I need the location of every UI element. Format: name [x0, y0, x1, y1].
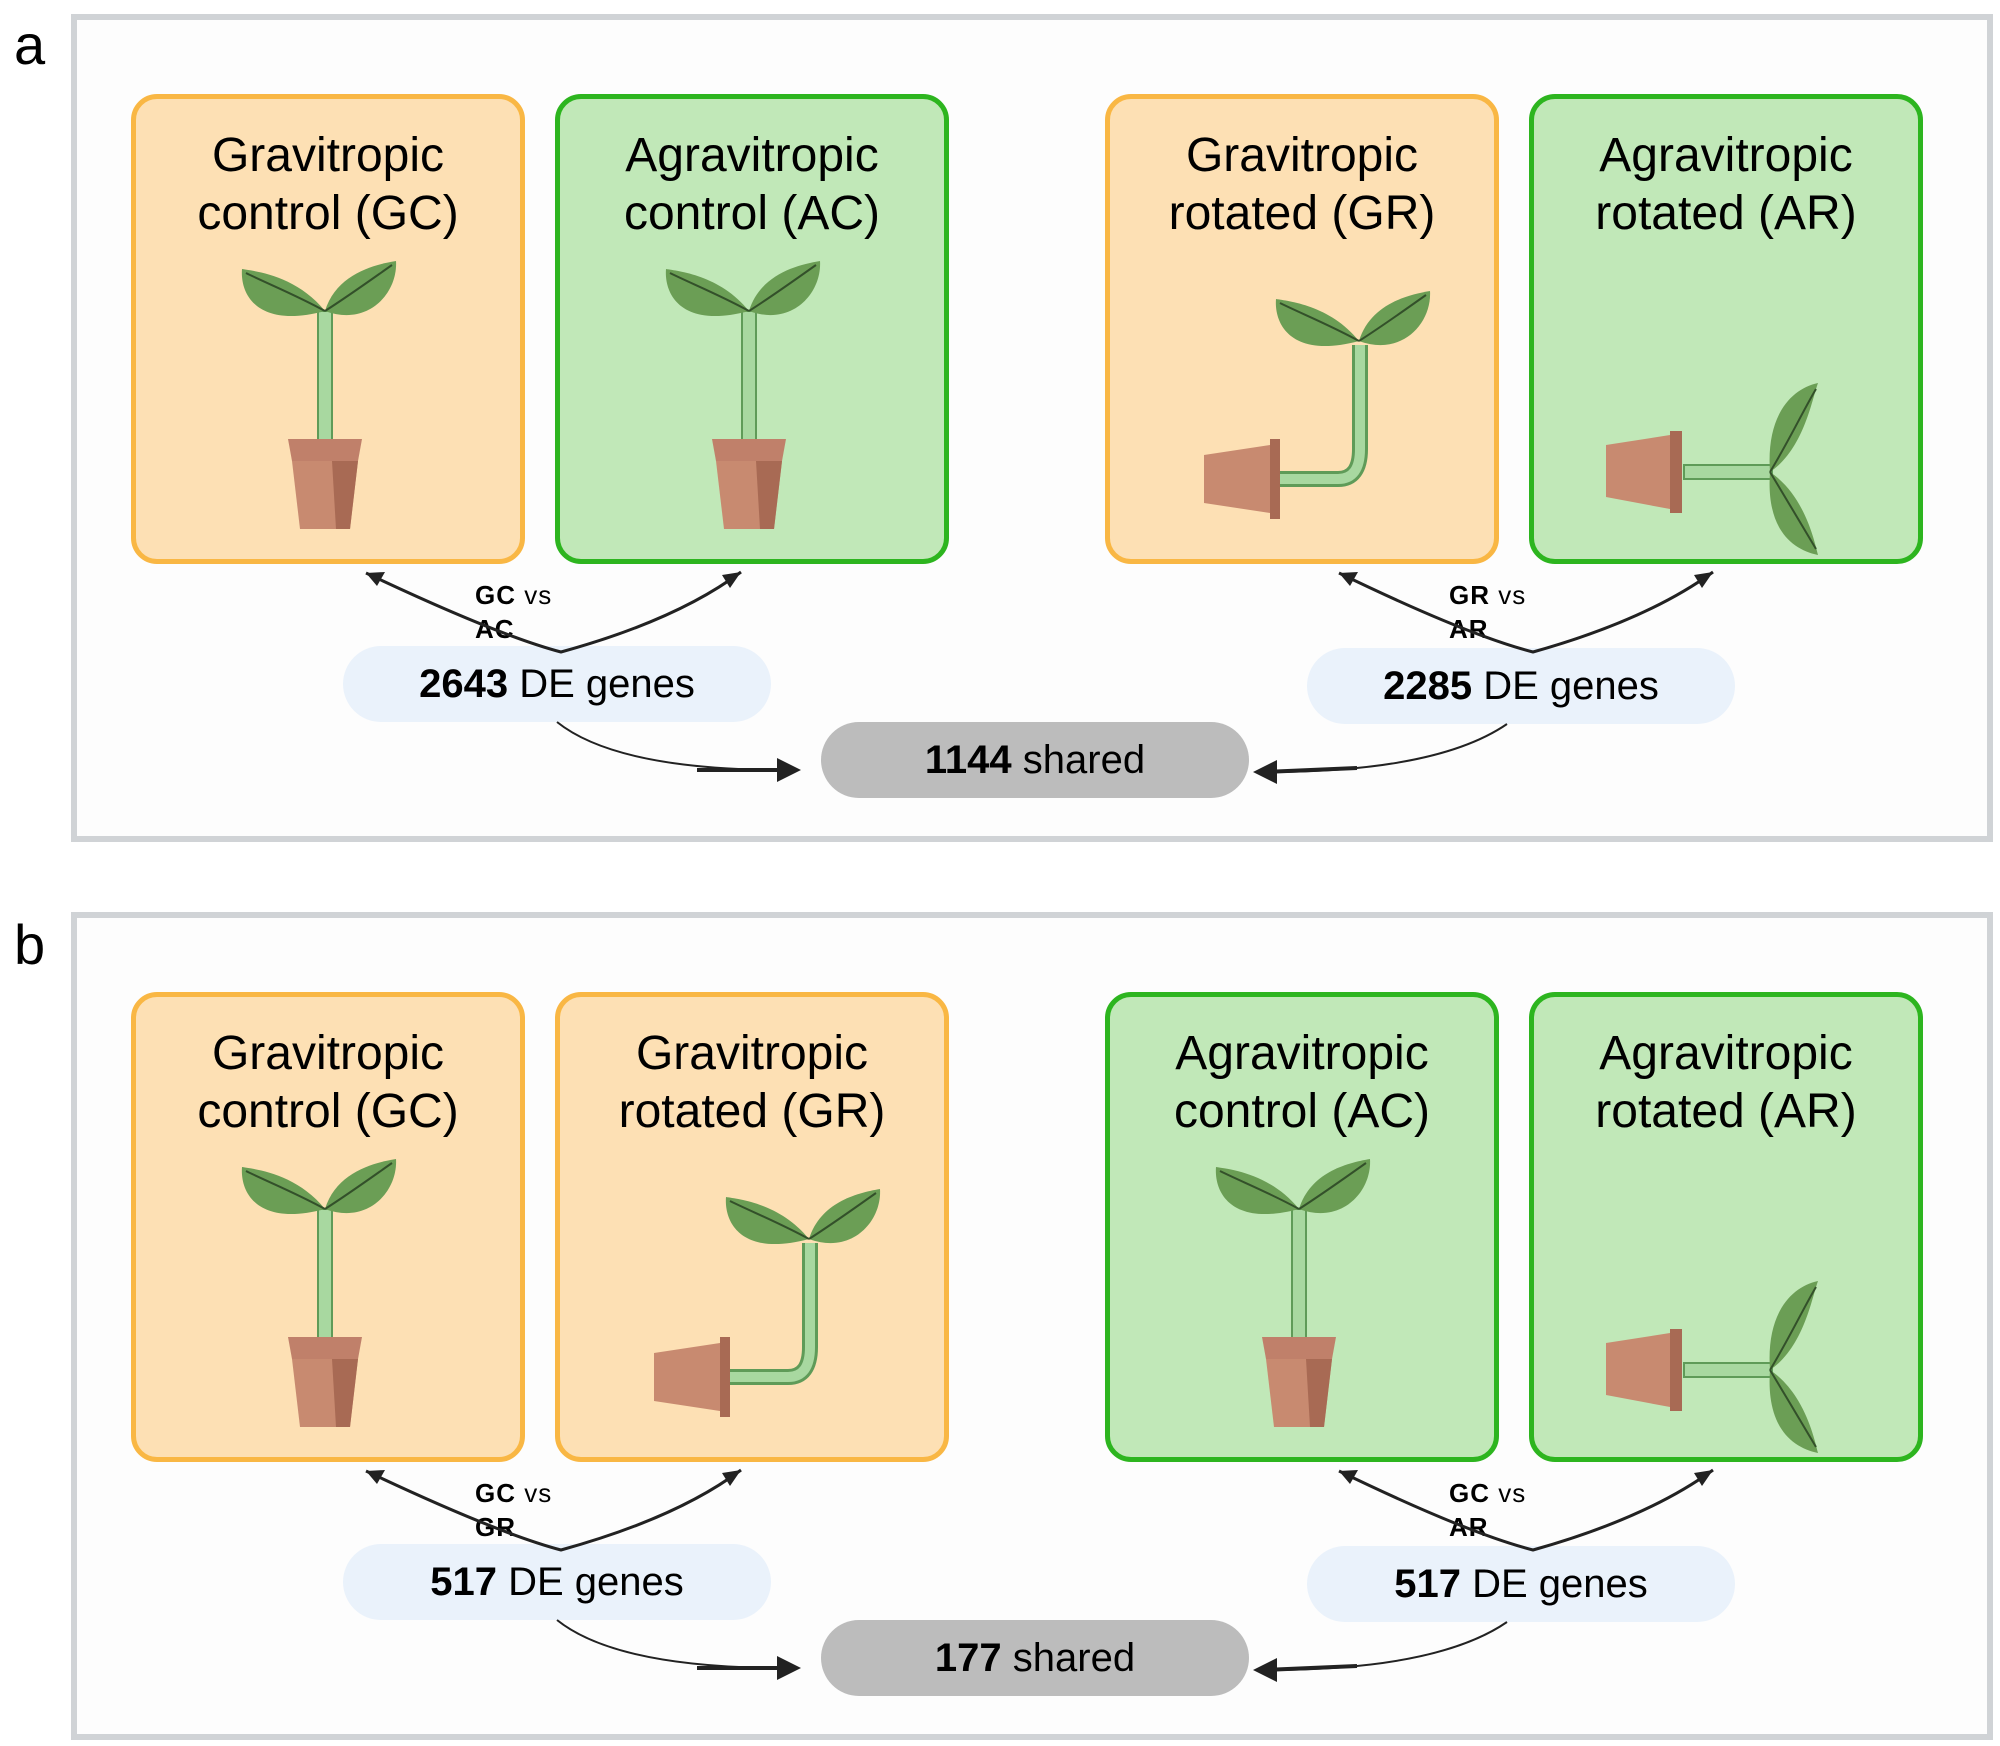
- card-agravitropic-control: Agravitropic control (AC): [555, 94, 949, 564]
- arrowhead-icon: [1694, 572, 1713, 588]
- card-agravitropic-control: Agravitropic control (AC): [1105, 992, 1499, 1462]
- comparison-arc-right: [1338, 1468, 1714, 1552]
- comparison-vs: vs: [1498, 580, 1527, 610]
- card-gravitropic-control: Gravitropic control (GC): [131, 992, 525, 1462]
- card-gravitropic-rotated: Gravitropic rotated (GR): [1105, 94, 1499, 564]
- comparison-arc-left: [365, 570, 742, 654]
- card-title-line2: rotated (GR): [618, 1085, 886, 1138]
- de-gene-count: 517: [430, 1560, 497, 1604]
- card-title-line1: Agravitropic: [625, 129, 879, 182]
- panel-a: Gravitropic control (GC) Agravitropic co…: [71, 14, 1993, 842]
- arrowhead-icon: [777, 758, 801, 782]
- arrowhead-icon: [722, 572, 741, 588]
- comparison-label-left: GC vs AC: [475, 578, 552, 646]
- comparison-arrows: [365, 570, 1714, 784]
- de-gene-count: 517: [1394, 1562, 1461, 1606]
- card-title-line1: Agravitropic: [1599, 1027, 1853, 1080]
- shared-link-right-head: [1262, 1664, 1358, 1672]
- shared-label: shared: [1012, 1636, 1136, 1680]
- card-title-line1: Agravitropic: [1175, 1027, 1429, 1080]
- de-gene-label: DE genes: [1483, 664, 1659, 708]
- comparison-group-a: GC: [1449, 1478, 1490, 1508]
- de-genes-pill-right: 517 DE genes: [1307, 1546, 1735, 1622]
- shared-genes-pill: 1144 shared: [821, 722, 1249, 798]
- shared-count: 1144: [924, 738, 1012, 782]
- arrowhead-icon: [1339, 1470, 1358, 1484]
- arrowhead-icon: [1339, 572, 1358, 586]
- card-gravitropic-rotated: Gravitropic rotated (GR): [555, 992, 949, 1462]
- card-title-line2: rotated (GR): [1168, 187, 1436, 240]
- arrowhead-icon: [1694, 1470, 1713, 1486]
- de-genes-pill-right: 2285 DE genes: [1307, 648, 1735, 724]
- de-genes-pill-left: 2643 DE genes: [343, 646, 771, 722]
- arrowhead-icon: [366, 572, 385, 586]
- shared-genes-pill: 177 shared: [821, 1620, 1249, 1696]
- panel-b: Gravitropic control (GC) Gravitropic rot…: [71, 912, 1993, 1740]
- card-gravitropic-control: Gravitropic control (GC): [131, 94, 525, 564]
- card-title-line1: Gravitropic: [1185, 129, 1419, 182]
- comparison-arc-left: [365, 1468, 742, 1552]
- shared-link-right: [1266, 723, 1508, 773]
- card-agravitropic-rotated: Agravitropic rotated (AR): [1529, 94, 1923, 564]
- card-title-line2: control (GC): [197, 187, 459, 240]
- shared-link-left: [556, 721, 786, 771]
- de-gene-count: 2643: [419, 662, 509, 706]
- card-title-line2: control (GC): [197, 1085, 459, 1138]
- card-title-line2: rotated (AR): [1595, 187, 1857, 240]
- comparison-vs: vs: [524, 580, 553, 610]
- comparison-vs: vs: [524, 1478, 553, 1508]
- comparison-label-left: GC vs GR: [475, 1476, 552, 1544]
- comparison-group-a: GC: [475, 580, 516, 610]
- card-title-line1: Gravitropic: [635, 1027, 869, 1080]
- card-title-line2: control (AC): [1173, 1085, 1431, 1138]
- de-gene-count: 2285: [1383, 664, 1473, 708]
- arrowhead-icon: [1253, 1658, 1277, 1682]
- de-genes-pill-left: 517 DE genes: [343, 1544, 771, 1620]
- shared-link-left: [556, 1619, 786, 1669]
- panel-label-a: a: [14, 13, 46, 76]
- shared-label: shared: [1022, 738, 1146, 782]
- de-gene-label: DE genes: [1472, 1562, 1648, 1606]
- card-title-line1: Agravitropic: [1599, 129, 1853, 182]
- card-agravitropic-rotated: Agravitropic rotated (AR): [1529, 992, 1923, 1462]
- arrowhead-icon: [777, 1656, 801, 1680]
- card-title-line2: control (AC): [623, 187, 881, 240]
- de-gene-label: DE genes: [519, 662, 695, 706]
- panel-label-b: b: [14, 913, 46, 976]
- comparison-group-a: GR: [1449, 580, 1490, 610]
- de-gene-label: DE genes: [508, 1560, 684, 1604]
- shared-link-right: [1266, 1621, 1508, 1671]
- comparison-label-right: GR vs AR: [1449, 578, 1526, 646]
- comparison-group-a: GC: [475, 1478, 516, 1508]
- shared-count: 177: [934, 1636, 1002, 1680]
- card-title-line1: Gravitropic: [211, 1027, 445, 1080]
- shared-link-right-head: [1262, 766, 1358, 774]
- card-title-line2: rotated (AR): [1595, 1085, 1857, 1138]
- arrowhead-icon: [722, 1470, 741, 1486]
- comparison-vs: vs: [1498, 1478, 1527, 1508]
- arrowhead-icon: [366, 1470, 385, 1484]
- comparison-arrows: [365, 1468, 1714, 1682]
- card-title-line1: Gravitropic: [211, 129, 445, 182]
- comparison-arc-right: [1338, 570, 1714, 654]
- arrowhead-icon: [1253, 760, 1277, 784]
